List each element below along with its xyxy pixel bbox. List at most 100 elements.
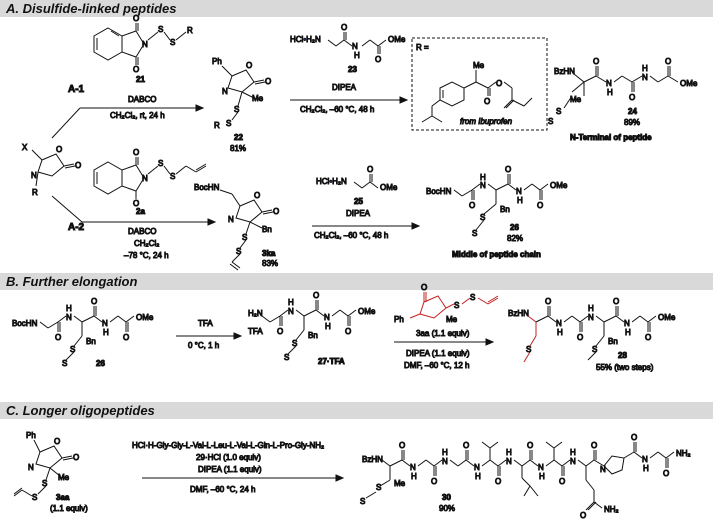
compound-30-yield: 90% bbox=[439, 504, 455, 513]
atom-ome: OMe bbox=[358, 307, 376, 316]
compound-26b-structure bbox=[39, 306, 135, 361]
atom-s: S bbox=[158, 25, 163, 34]
atom-s: S bbox=[284, 353, 289, 362]
atom-h: H bbox=[480, 173, 486, 182]
atom-n: N bbox=[102, 319, 108, 328]
section-a-title: A. Disulfide-linked peptides bbox=[6, 1, 177, 16]
a2-solvent: CH₂Cl₂ bbox=[134, 239, 159, 248]
atom-bzhn: BzHN bbox=[554, 67, 575, 76]
compound-2a-structure bbox=[93, 157, 207, 199]
atom-o: O bbox=[593, 57, 599, 66]
atom-n: N bbox=[474, 463, 480, 472]
atom-o: O bbox=[54, 437, 60, 446]
atom-o: O bbox=[577, 333, 583, 342]
compound-26b-label: 26 bbox=[96, 359, 105, 368]
reagent-25-label: 25 bbox=[354, 197, 363, 206]
atom-o: O bbox=[495, 477, 501, 486]
r-group-box bbox=[411, 37, 548, 131]
atom-n: N bbox=[142, 40, 148, 49]
b-step1-arrow bbox=[176, 332, 243, 340]
atom-r: R bbox=[187, 26, 193, 35]
a1-step2-arrow bbox=[290, 96, 409, 104]
atom-o: O bbox=[496, 79, 502, 88]
b2-conditions: DMF, –60 °C, 12 h bbox=[404, 361, 469, 370]
atom-o: O bbox=[665, 57, 671, 66]
atom-o: O bbox=[345, 327, 351, 336]
a2-temp: –78 °C, 24 h bbox=[124, 251, 169, 260]
atom-h: H bbox=[66, 304, 72, 313]
atom-s: S bbox=[480, 213, 485, 222]
atom-o: O bbox=[505, 165, 511, 174]
atom-o: O bbox=[91, 297, 97, 306]
atom-me: Me bbox=[252, 94, 264, 103]
atom-bn: Bn bbox=[262, 225, 272, 234]
atom-n: N bbox=[222, 87, 228, 96]
compound-28-structure bbox=[523, 306, 657, 363]
b-step2-arrow bbox=[394, 338, 495, 346]
atom-o: O bbox=[469, 201, 475, 210]
compound-26-label: 26 bbox=[510, 223, 519, 232]
atom-tfa: TFA bbox=[248, 327, 263, 336]
a2-step2-arrow bbox=[312, 222, 421, 230]
c-arrow bbox=[142, 474, 345, 482]
atom-o: O bbox=[545, 297, 551, 306]
compound-3ka-yield: 83% bbox=[262, 259, 278, 268]
atom-ph: Ph bbox=[394, 315, 404, 324]
compound-22-structure bbox=[221, 65, 266, 121]
atom-h: H bbox=[475, 472, 481, 481]
atom-s: S bbox=[548, 117, 553, 126]
atom-o: O bbox=[313, 291, 319, 300]
section-b-header: B. Further elongation bbox=[0, 273, 713, 290]
atom-s: S bbox=[226, 119, 231, 128]
starting-oxazolone-structure bbox=[31, 149, 76, 187]
atom-n: N bbox=[352, 42, 358, 51]
compound-22-label: 22 bbox=[234, 133, 243, 142]
atom-s: S bbox=[170, 38, 175, 47]
section-c-header: C. Longer oligopeptides bbox=[0, 402, 713, 419]
b2-reagent: DIPEA (1.1 equiv) bbox=[406, 349, 470, 358]
atom-o: O bbox=[484, 97, 490, 106]
route-a1-label: A-1 bbox=[68, 84, 85, 95]
atom-o: O bbox=[75, 161, 81, 170]
atom-s: S bbox=[292, 339, 297, 348]
atom-o: O bbox=[537, 201, 543, 210]
compound-3ka-label: 3ka bbox=[262, 249, 276, 258]
atom-n: N bbox=[506, 457, 512, 466]
reagent-23-label: 23 bbox=[348, 65, 357, 74]
atom-ome: OMe bbox=[550, 181, 568, 190]
atom-ph: Ph bbox=[26, 431, 36, 440]
atom-o: O bbox=[631, 433, 637, 442]
atom-o: O bbox=[273, 207, 279, 216]
atom-n: N bbox=[31, 171, 37, 180]
atom-s: S bbox=[454, 301, 459, 310]
compound-21-label: 21 bbox=[136, 75, 145, 84]
atom-o: O bbox=[133, 14, 139, 23]
atom-ome: OMe bbox=[658, 313, 676, 322]
atom-o: O bbox=[367, 165, 373, 174]
atom-r: R bbox=[32, 188, 38, 197]
atom-n: N bbox=[288, 307, 294, 316]
atom-n: N bbox=[588, 313, 594, 322]
atom-n: N bbox=[228, 215, 234, 224]
atom-o: O bbox=[591, 441, 597, 450]
atom-o: O bbox=[463, 441, 469, 450]
atom-bn: Bn bbox=[86, 337, 96, 346]
atom-ome: OMe bbox=[136, 313, 154, 322]
atom-s: S bbox=[556, 107, 561, 116]
atom-bn: Bn bbox=[308, 331, 318, 340]
atom-h: H bbox=[103, 328, 109, 337]
atom-o: O bbox=[56, 145, 62, 154]
atom-s: S bbox=[236, 247, 241, 256]
compound-22-yield: 81% bbox=[230, 144, 246, 153]
c-conditions: DMF, –60 °C, 24 h bbox=[190, 485, 255, 494]
atom-o: O bbox=[421, 283, 427, 292]
atom-nh2: NH₂ bbox=[604, 505, 619, 514]
atom-o: O bbox=[527, 441, 533, 450]
atom-s: S bbox=[592, 345, 597, 354]
atom-h: H bbox=[411, 472, 417, 481]
atom-n: N bbox=[410, 463, 416, 472]
atom-h: H bbox=[607, 88, 613, 97]
compound-26-yield: 82% bbox=[507, 234, 523, 243]
compound-21-structure bbox=[93, 23, 187, 65]
atom-me: Me bbox=[58, 473, 70, 482]
